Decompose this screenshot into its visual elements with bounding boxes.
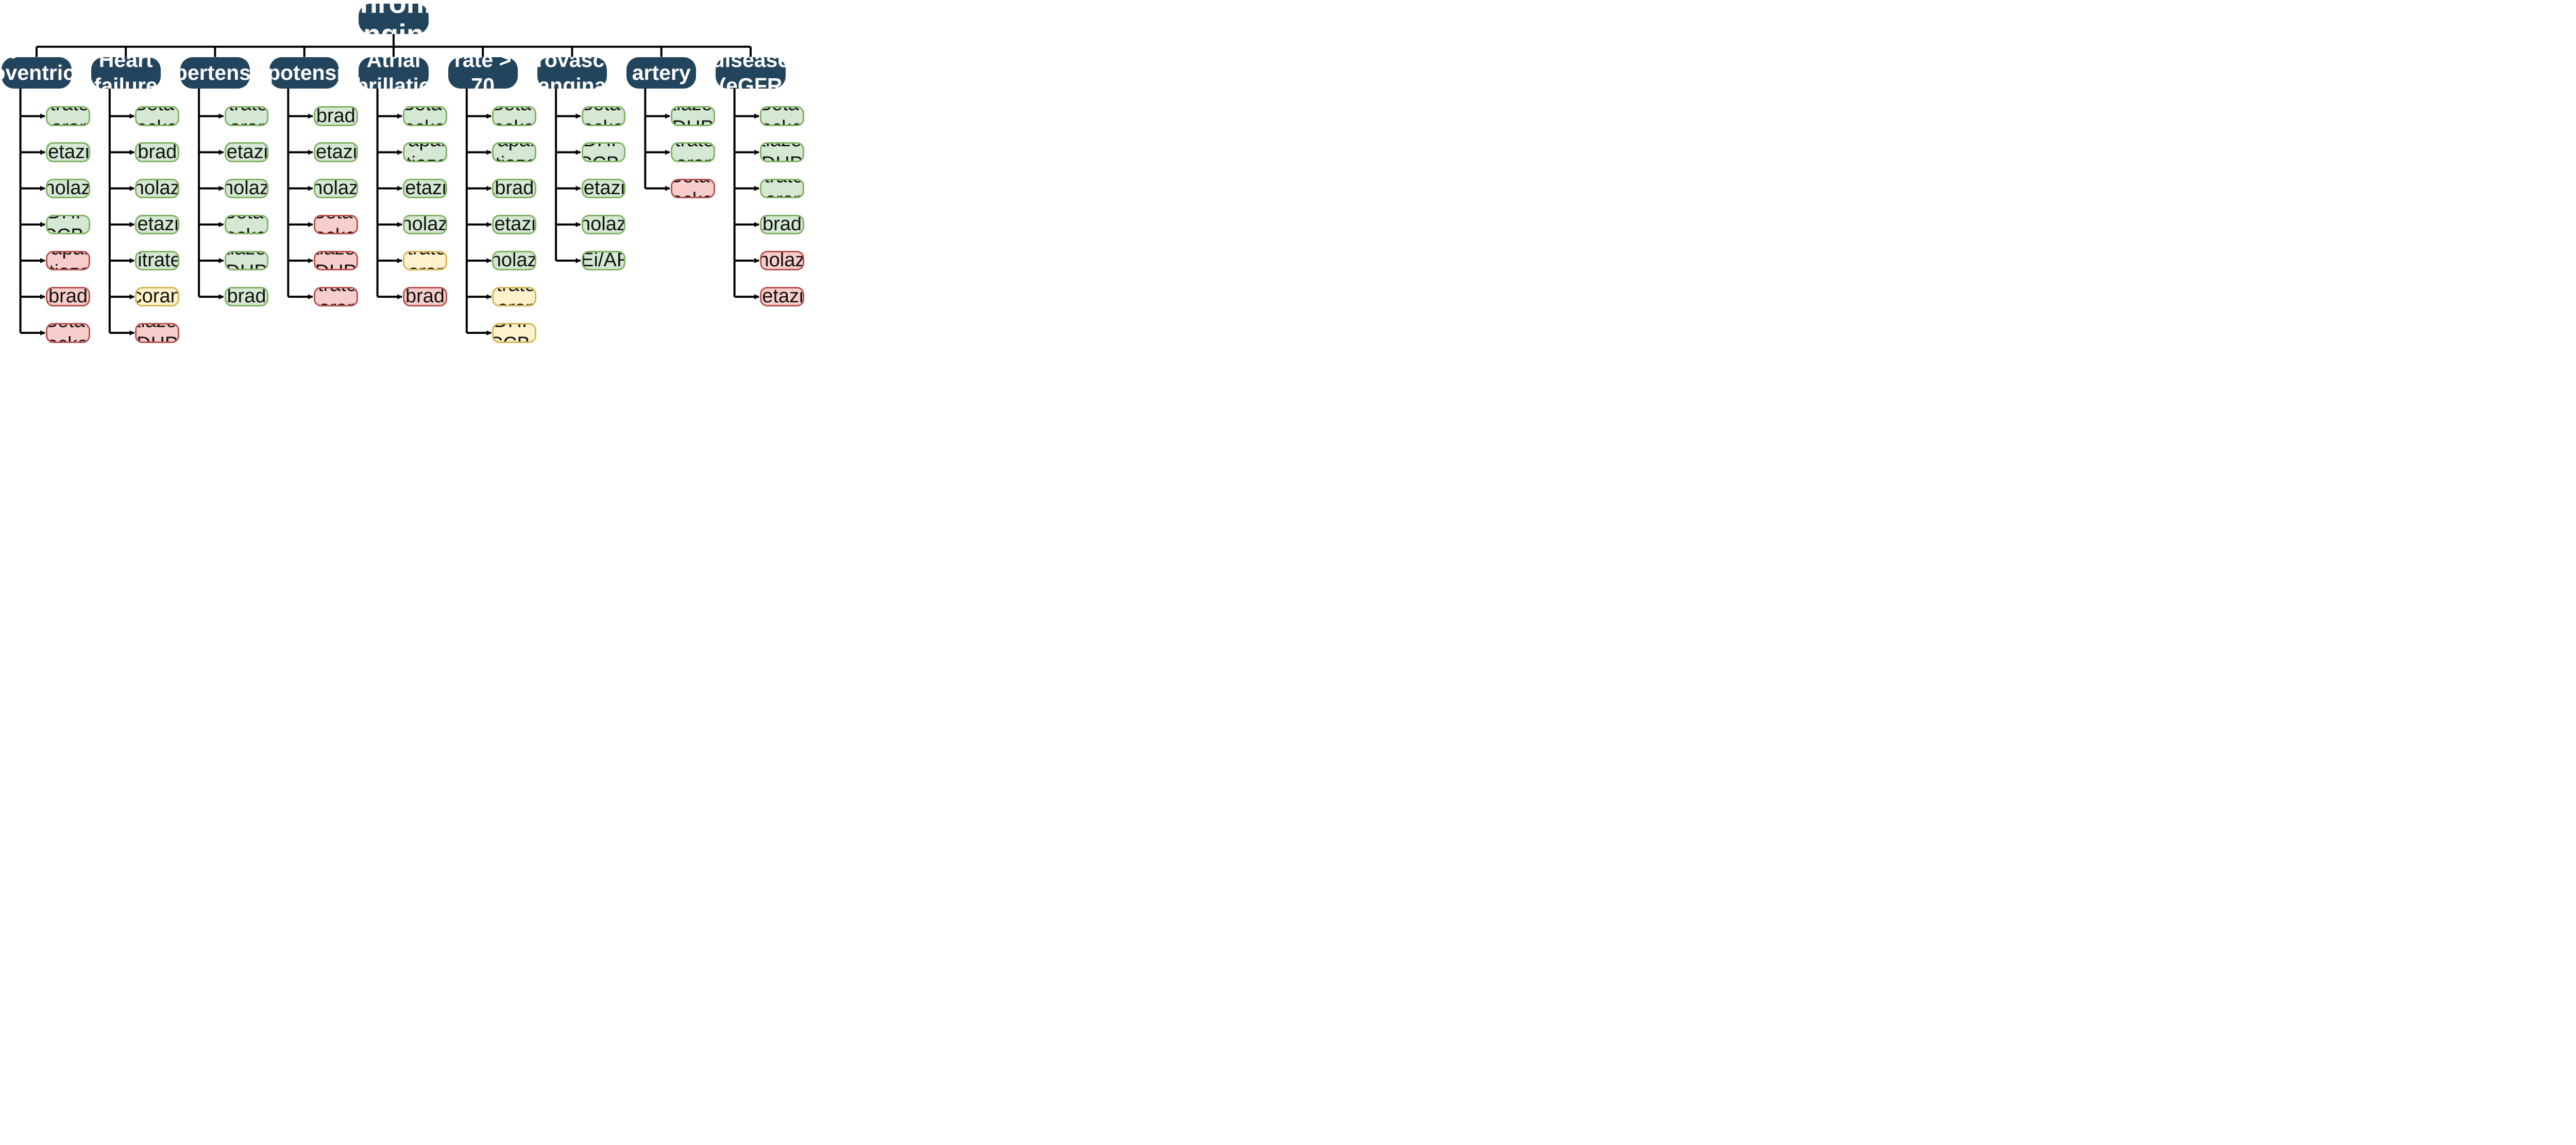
drug-node-nitrates-nicorandil: Nitrates, nicorandil (46, 106, 90, 126)
drug-node-nitrates-nicorandil: Nitrates, nicorandil (760, 178, 804, 199)
drug-node-trimetazidine: Trimetazidine (581, 178, 626, 199)
drug-node-beta-blockers: Beta-blockers (403, 106, 447, 126)
condition-node-heart-failure: Heart failure (91, 57, 161, 89)
drug-node-ranolazine: Ranolazine (760, 250, 804, 271)
drug-node-beta-blockers: Beta-blockers (581, 106, 626, 126)
drug-node-dhp-ccbs: DHP CCBs (46, 214, 90, 235)
drug-node-ivabradine: Ivabradine (135, 142, 180, 162)
drug-node-dhp-ccbs: DHP CCBs (581, 142, 626, 162)
drug-node-trimetazidine: Trimetazidine (492, 214, 537, 235)
drug-node-acei-arbs: ACEi/ARBs (581, 250, 626, 271)
drug-node-ranolazine: Ranolazine (135, 178, 180, 199)
drug-node-beta-blockers: Beta-blockers (46, 323, 90, 343)
drug-node-beta-blockers: Beta-blockers (492, 106, 537, 126)
condition-node-chronic-kidney-disease-egfr-30-ml-min: Chronic kidney disease (eGFR < 30 ml/min… (716, 57, 786, 89)
drug-node-verapamil-diltiazem-dhp-ccbs: Verapamil, diltiazem, DHP CCBs (313, 250, 358, 271)
condition-node-coronary-artery-spasm: Coronary artery spasm (626, 57, 697, 89)
drug-node-ivabradine: Ivabradine (403, 286, 447, 307)
drug-node-ranolazine: Ranolazine (492, 250, 537, 271)
drug-node-verapamil-diltiazem-dhp-ccbs: Verapamil, diltiazem, DHP CCBs (760, 142, 804, 162)
drug-node-ranolazine: Ranolazine (581, 214, 626, 235)
drug-node-nitrates-nicorandil: Nitrates, nicorandil (403, 250, 447, 271)
drug-node-ivabradine: Ivabradine (760, 214, 804, 235)
drug-node-verapamil-diltiazem: Verapamil, diltiazem (403, 142, 447, 162)
drug-node-trimetazidine: Trimetazidine (135, 214, 180, 235)
drug-node-trimetazidine: Trimetazidine (224, 142, 269, 162)
drug-node-trimetazidine: Trimetazidine (313, 142, 358, 162)
drug-node-ivabradine: Ivabradine (313, 106, 358, 126)
drug-node-ivabradine: Ivabradine (46, 286, 90, 307)
condition-node-bradycardia-or-atrioventricular-block: Bradycardia or atrioventricular block (2, 57, 72, 89)
drug-node-ivabradine: Ivabradine (224, 286, 269, 307)
drug-node-nitrates-nicorandil: Nitrates, nicorandil (313, 286, 358, 307)
condition-node-microvascular-angina: Microvascular angina (537, 57, 607, 89)
drug-node-ranolazine: Ranolazine (403, 214, 447, 235)
drug-node-ranolazine: Ranolazine (313, 178, 358, 199)
drug-node-dhp-ccbs: DHP CCBs (492, 323, 537, 343)
drug-node-nicorandil: Nicorandil (135, 286, 180, 307)
drug-node-beta-blockers: Beta-blockers (224, 214, 269, 235)
drug-node-nitrates-nicorandil: Nitrates, nicorandil (492, 286, 537, 307)
drug-node-verapamil-diltiazem-dhp-ccbs: Verapamil, diltiazem, DHP CCBs (670, 106, 715, 126)
drug-node-verapamil-diltiazem: Verapamil, diltiazem (46, 250, 90, 271)
drug-node-beta-blockers: Beta-blockers (135, 106, 180, 126)
drug-node-verapamil-diltiazem: Verapamil, diltiazem (492, 142, 537, 162)
drug-node-trimetazidine: Trimetazidine (760, 286, 804, 307)
drug-node-beta-blockers: Beta-blockers (760, 106, 804, 126)
drug-node-beta-blockers: Beta-blockers (313, 214, 358, 235)
condition-node-atrial-fibrillation: Atrial fibrillation (359, 57, 429, 89)
drug-node-ranolazine: Ranolazine (46, 178, 90, 199)
condition-node-hypertension: Hypertension (180, 57, 250, 89)
drug-node-nitrates-nicorandil: Nitrates, nicorandil (670, 142, 715, 162)
condition-node-hypotension: Hypotension (269, 57, 340, 89)
drug-node-nitrates-nicorandil: Nitrates, nicorandil (224, 106, 269, 126)
drug-node-verapamil-diltiazem-dhp-ccbs: Verapamil, diltiazem, DHP CCBs (135, 323, 180, 343)
drug-node-trimetazidine: Trimetazidine (403, 178, 447, 199)
drug-node-ranolazine: Ranolazine (224, 178, 269, 199)
drug-node-verapamil-diltiazem-dhp-ccbs: Verapamil, diltiazem, DHP CCBs (224, 250, 269, 271)
root-node-chronic-angina: Chronic angina (359, 3, 429, 34)
drug-node-ivabradine: Ivabradine (492, 178, 537, 199)
drug-node-beta-blockers: Beta-blockers (670, 178, 715, 199)
drug-node-trimetazidine: Trimetazidine (46, 142, 90, 162)
drug-node-nitrates: Nitrates (135, 250, 180, 271)
condition-node-heart-rate-70-bpm: Heart rate > 70 bpm (448, 57, 518, 89)
